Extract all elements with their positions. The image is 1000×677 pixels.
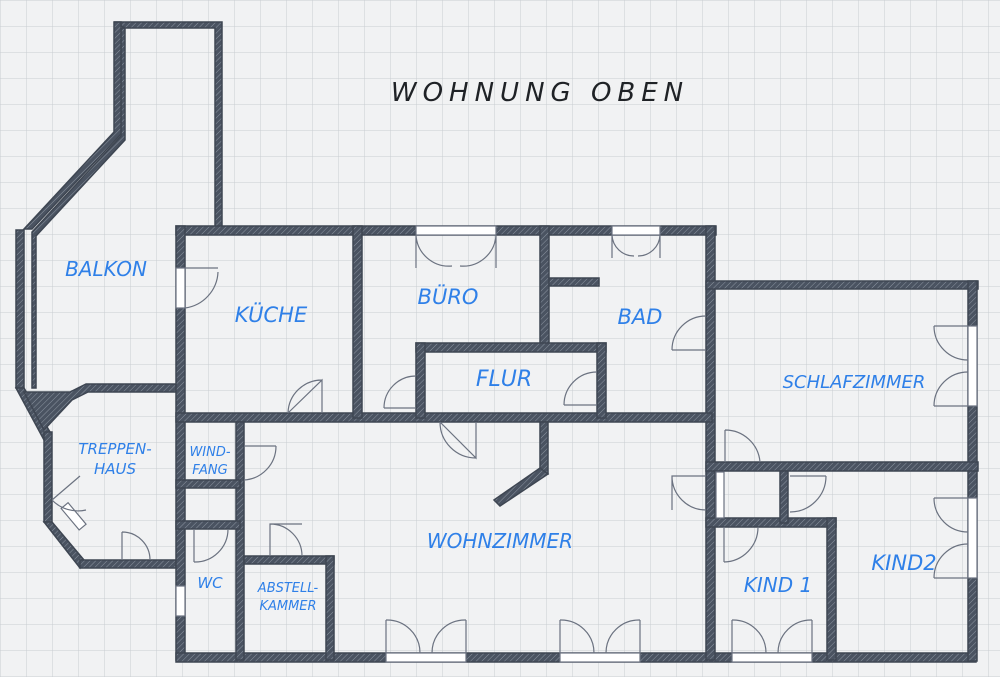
wall-flur-top: [415, 342, 607, 353]
door-schlaf-corridor: [724, 429, 761, 463]
window-kind-corridor: [715, 471, 725, 519]
wall-wc-top: [175, 520, 241, 530]
door-kind2-window-top: [933, 497, 969, 533]
room-label-windfang-line2: FANG: [192, 463, 227, 478]
room-label-treppenhaus-line2: HAUS: [94, 460, 137, 478]
door-windfang-wohn: [243, 445, 277, 481]
room-label-kind2: KIND2: [871, 551, 936, 575]
wall-windfang-right: [235, 421, 245, 661]
window-kind2: [967, 497, 978, 579]
door-wohn-window-1b: [431, 619, 467, 654]
doors: [51, 234, 969, 654]
stair-wall-bottom: [79, 559, 177, 569]
window-buero: [415, 225, 497, 236]
door-wohn-window-1a: [385, 619, 421, 654]
window-schlaf: [967, 325, 978, 407]
door-stair-balkon: [51, 475, 87, 512]
windows: [60, 225, 978, 663]
door-wohn-corridor: [671, 475, 707, 511]
door-flur-wohn: [439, 421, 477, 460]
door-kueche-wohn: [287, 378, 323, 414]
door-bad-window-left: [611, 234, 635, 258]
door-buero-flur: [383, 375, 417, 409]
room-label-bad: BAD: [618, 305, 663, 329]
balcony-wall-left: [22, 21, 122, 230]
wall-horizontal-mid: [175, 412, 713, 423]
room-label-schlafzimmer: SCHLAFZIMMER: [783, 372, 926, 393]
wall-kind-corridor: [779, 470, 789, 524]
wall-abstell-top: [243, 555, 335, 565]
door-kind1-corridor: [723, 526, 759, 563]
wall-kind1-top: [705, 517, 837, 528]
door-stair-entry: [121, 531, 151, 561]
door-wc: [193, 528, 229, 563]
window-wohn-2: [559, 652, 641, 663]
wall-east-main: [705, 225, 716, 661]
door-kind1-window-a: [731, 619, 767, 654]
room-label-abstellkammer-line2: KAMMER: [259, 599, 316, 614]
wall-buero-bad: [539, 225, 550, 347]
door-abstell: [269, 523, 303, 557]
room-label-wohnzimmer: WOHNZIMMER: [427, 529, 573, 553]
door-flur-bad: [563, 371, 598, 406]
wall-kind1-kind2: [826, 517, 837, 661]
wall-windfang-bottom: [175, 479, 241, 489]
stair-wall-left: [43, 431, 53, 523]
window-kueche: [175, 267, 186, 309]
room-label-kueche: KÜCHE: [235, 302, 308, 327]
room-label-kind1: KIND 1: [744, 573, 812, 597]
window-wohn-1: [385, 652, 467, 663]
wall-bad-stub: [548, 277, 600, 287]
room-label-abstellkammer-line1: ABSTELL-: [257, 581, 319, 596]
window-kind1: [731, 652, 813, 663]
window-wc: [175, 585, 186, 617]
door-kind2-window-bottom: [933, 543, 969, 579]
room-label-flur: FLUR: [476, 367, 532, 392]
window-bad: [611, 225, 661, 236]
outer-wall-top-right: [705, 280, 979, 290]
door-wohn-window-2b: [605, 619, 641, 654]
wall-kueche-buero: [352, 225, 363, 419]
room-label-buero: BÜRO: [418, 284, 479, 309]
door-kind2-corridor: [789, 475, 827, 513]
door-buero-window-left: [415, 234, 453, 268]
door-kind1-window-b: [777, 619, 813, 654]
wall-schlaf-bottom: [705, 461, 979, 472]
door-wohn-window-2a: [559, 619, 595, 654]
door-kueche-balkon: [184, 267, 219, 309]
wall-wohn-stub: [539, 421, 549, 475]
room-label-windfang-line1: WIND-: [189, 445, 230, 460]
room-label-wc: WC: [197, 574, 223, 592]
door-schlaf-window-bottom: [933, 371, 969, 407]
plan-title: WOHNUNG OBEN: [391, 78, 689, 108]
room-labels: BALKON KÜCHE BÜRO BAD FLUR SCHLAFZIMMER …: [65, 257, 937, 614]
wall-flur-right: [596, 342, 607, 419]
room-label-balkon: BALKON: [65, 257, 147, 281]
balcony-wall-outer: [15, 229, 25, 389]
wall-abstell-right: [325, 555, 335, 661]
wall-wohn-diag: [492, 467, 550, 507]
door-buero-window-right: [459, 234, 497, 268]
wall-flur-left: [415, 342, 426, 419]
door-bad-flur-side: [671, 315, 707, 351]
door-bad-window-right: [637, 234, 661, 258]
door-schlaf-window-top: [933, 325, 969, 361]
room-label-treppenhaus-line1: TREPPEN-: [78, 440, 151, 458]
